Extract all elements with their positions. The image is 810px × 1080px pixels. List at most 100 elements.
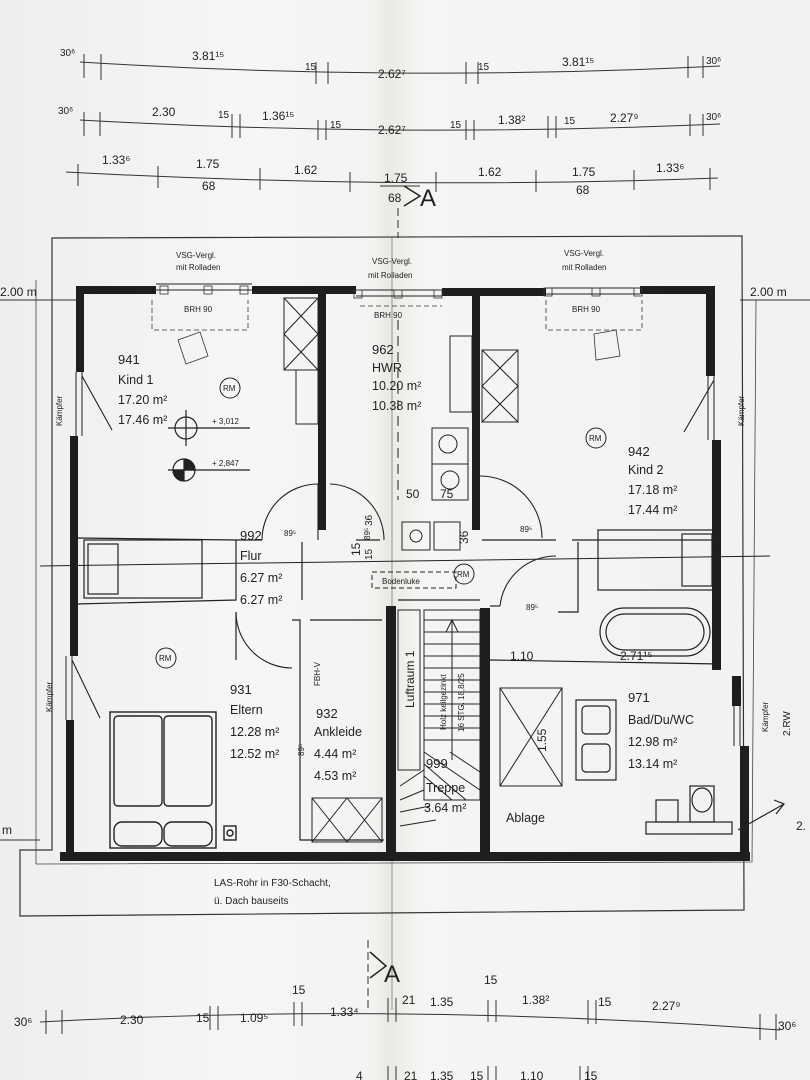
wardrobe-kind1: [283, 297, 319, 425]
dim-b-2: 15: [196, 1011, 210, 1025]
hwr-appliances: [397, 320, 473, 501]
bed-kind2: [597, 529, 717, 591]
shaft-15: 15: [349, 542, 363, 556]
room-bad-name: Bad/Du/WC: [628, 713, 694, 727]
window-center-line1: VSG-Vergl.: [372, 257, 412, 266]
cut-right: 2.: [796, 819, 806, 833]
room-ankleide-a2: 4.53 m²: [314, 769, 356, 783]
dim-r3-3: 1.62: [294, 163, 318, 177]
dim-r2-2: 15: [218, 110, 230, 121]
section-mark-top: A: [420, 185, 436, 212]
room-ankleide-name: Ankleide: [314, 725, 362, 739]
room-hwr-no: 962: [372, 342, 394, 357]
dim-b-12: 30⁶: [778, 1019, 796, 1033]
dim-r1-6: 30⁶: [706, 56, 721, 67]
dim-r2-4: 15: [330, 120, 342, 131]
room-kind2-a2: 17.44 m²: [628, 503, 677, 517]
luftraum-label: Luftraum 1: [403, 650, 417, 708]
fbh-label: FBH-V: [313, 661, 322, 686]
bed-kind1: [83, 539, 203, 599]
window-left-brh: BRH 90: [184, 305, 213, 314]
shaft-36a: 36: [364, 514, 375, 526]
kaempfer-right-bottom: Kämpfer: [761, 701, 770, 732]
dim-r3-1: 1.75: [196, 157, 220, 171]
shaft-15b: 15: [364, 548, 375, 560]
dim-b-5: 1.33⁴: [330, 1005, 359, 1019]
dim-b-8: 15: [484, 973, 498, 987]
room-kind2-no: 942: [628, 444, 650, 459]
door-width-1: 89⁵: [284, 529, 296, 538]
rm-kind2: RM: [589, 434, 602, 443]
dim-b2-5: 15: [584, 1069, 598, 1080]
bathtub: [599, 607, 711, 657]
room-kind1-name: Kind 1: [118, 373, 153, 387]
window-center-line2: mit Rolladen: [368, 271, 412, 280]
dim-r3-8: 68: [576, 183, 590, 197]
dim-r2-1: 2.30: [152, 105, 176, 119]
section-mark-top-arrow: [403, 185, 422, 207]
room-bad-a2: 13.14 m²: [628, 757, 677, 771]
ankleide-cabinet: [311, 797, 383, 843]
stair-steps: 16 STG. 18,8/25: [457, 673, 466, 732]
vent-arrow: [737, 799, 785, 831]
room-hwr-a2: 10.38 m²: [372, 399, 421, 413]
bathtub-length: 2.71¹⁵: [620, 649, 652, 663]
room-ankleide-no: 932: [316, 706, 338, 721]
dim-b2-0: 4: [356, 1069, 363, 1080]
right-edge-label: 2.RW: [782, 711, 793, 736]
room-hwr-name: HWR: [372, 361, 402, 375]
luftraum-area: [397, 609, 421, 771]
bed-eltern: [109, 711, 237, 849]
room-flur-name: Flur: [240, 549, 262, 563]
window-center-sill: [353, 289, 443, 307]
dim-r2-9: 2.27⁹: [610, 111, 639, 125]
level-left: 2.00 m: [0, 285, 37, 299]
section-mark-bottom: A: [384, 961, 400, 988]
window-openings: [65, 283, 741, 746]
smoke-detectors: [155, 377, 607, 669]
outer-boundary: [19, 235, 745, 917]
rm-kind1: RM: [223, 384, 236, 393]
dim-r3-0: 1.33⁶: [102, 153, 130, 167]
room-hwr-a1: 10.20 m²: [372, 379, 421, 393]
window-center-brh: BRH 90: [374, 311, 403, 320]
wardrobe-kind2: [481, 349, 519, 423]
room-eltern-name: Eltern: [230, 703, 263, 717]
dim-r1-3: 2.62⁷: [378, 67, 406, 81]
stair-material: Holz keilgezinkt: [439, 674, 448, 730]
bad-width: 1.10: [510, 649, 534, 663]
level-right: 2.00 m: [750, 285, 787, 299]
room-flur-a2: 6.27 m²: [240, 593, 282, 607]
shaft-36b: 36: [457, 530, 471, 544]
room-eltern-a1: 12.28 m²: [230, 725, 279, 739]
dim-b-6: 21: [402, 993, 416, 1007]
room-kind1-a1: 17.20 m²: [118, 393, 167, 407]
dim-b2-2: 1.35: [430, 1069, 454, 1080]
window-right-brh: BRH 90: [572, 305, 601, 314]
dim-r3-4: 1.75: [384, 171, 408, 185]
kaempfer-left-top: Kämpfer: [55, 395, 64, 426]
door-width-5: 89⁵: [363, 528, 372, 540]
section-mark-bottom-arrow: [369, 951, 388, 979]
dim-r2-6: 15: [450, 120, 462, 131]
flur-section-line: [39, 555, 771, 567]
dim-b2-4: 1.10: [520, 1069, 544, 1080]
dim-r3-5: 68: [388, 191, 402, 205]
toilet: [645, 785, 733, 835]
dim-r2-10: 30⁶: [706, 112, 721, 123]
room-kind1-no: 941: [118, 352, 140, 367]
window-right-line1: VSG-Vergl.: [564, 249, 604, 258]
room-flur-a1: 6.27 m²: [240, 571, 282, 585]
dimension-row-1: [79, 54, 721, 84]
door-width-2: 89⁵: [520, 525, 532, 534]
dim-b-11: 2.27⁹: [652, 999, 681, 1013]
room-treppe-name: Treppe: [426, 781, 465, 795]
level-markers: [168, 410, 250, 482]
kaempfer-left-bottom: Kämpfer: [45, 681, 54, 712]
room-kind1-a2: 17.46 m²: [118, 413, 167, 427]
dimension-row-bottom-2: [387, 1066, 589, 1080]
door-swings: [71, 375, 715, 719]
partition-lines: [75, 537, 721, 841]
dimension-row-2: [79, 112, 721, 140]
